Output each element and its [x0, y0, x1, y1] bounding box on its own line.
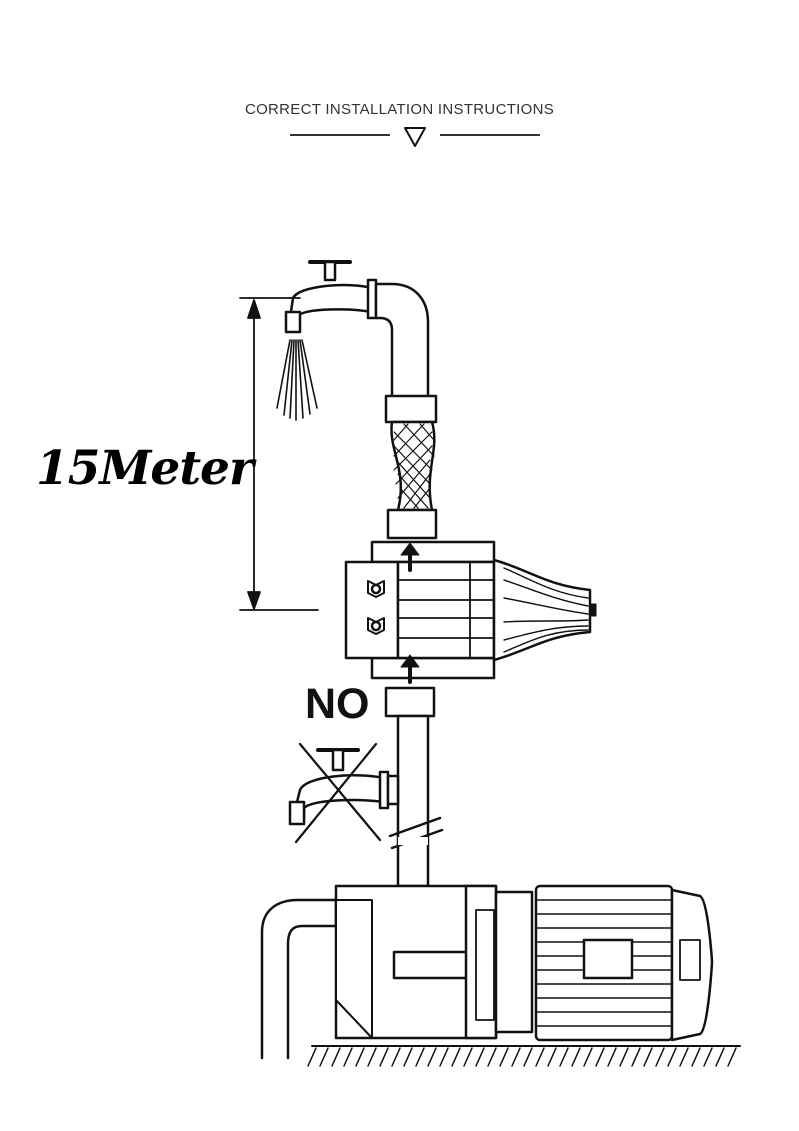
wrong-faucet [288, 748, 400, 826]
outlet-elbow-pipe [374, 282, 438, 424]
pressure-controller [344, 540, 597, 684]
down-triangle-icon [404, 127, 426, 147]
header-divider-left [290, 134, 390, 136]
warning-label: NO [305, 680, 370, 728]
ground-hatching [307, 1045, 741, 1067]
flow-arrow-icon [400, 654, 420, 668]
page-title: CORRECT INSTALLATION INSTRUCTIONS [244, 101, 555, 118]
header-divider-right [440, 134, 540, 136]
outlet-faucet [284, 260, 378, 334]
water-pump [260, 884, 714, 1060]
braided-hose [386, 420, 438, 540]
flow-arrow-icon [400, 542, 420, 556]
height-label: 15Meter [36, 441, 254, 496]
height-dimension [239, 297, 319, 611]
cross-out-icon [294, 742, 382, 844]
water-spray [276, 339, 318, 421]
